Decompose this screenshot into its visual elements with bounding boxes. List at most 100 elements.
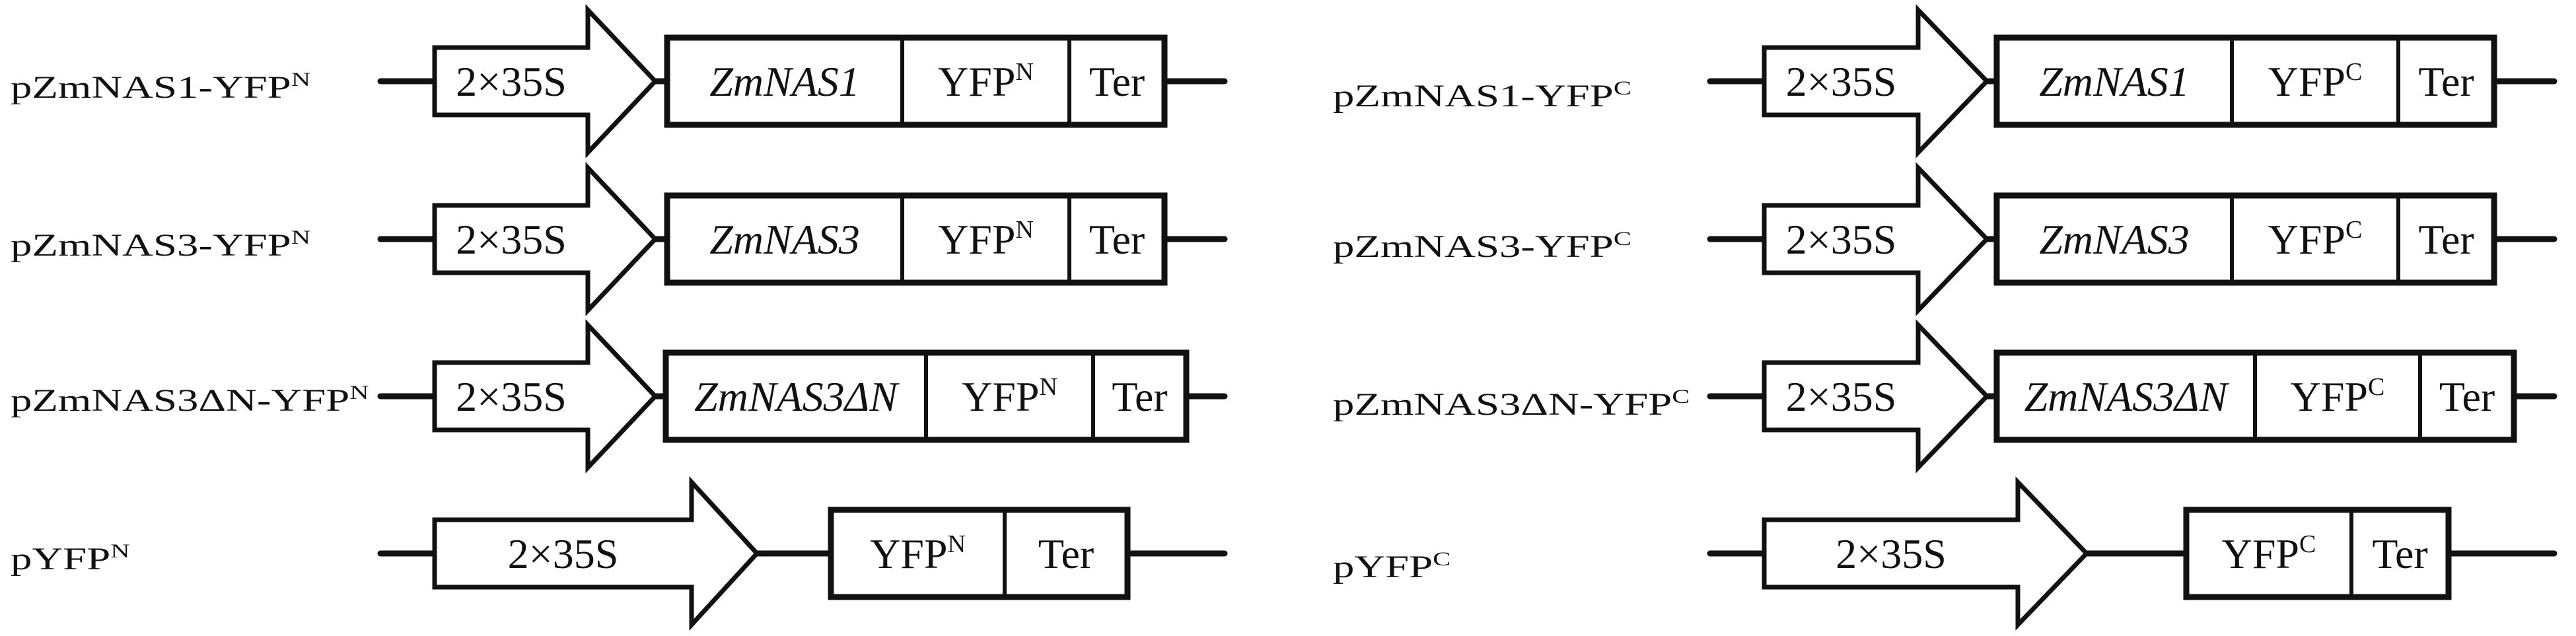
- element-name: YFP: [2268, 58, 2345, 105]
- promoter-arrow: [1762, 162, 1990, 316]
- cassette-element-terminator: Ter: [2372, 530, 2427, 577]
- cassette-element-terminator: Ter: [1038, 530, 1094, 577]
- promoter-label: 2×35S: [508, 530, 619, 577]
- promoter-arrow: [1762, 476, 2090, 631]
- cassette-element-yfp-fragment: YFPC: [2222, 530, 2316, 577]
- promoter-arrow: [1762, 4, 1990, 159]
- promoter-label: 2×35S: [1786, 216, 1897, 263]
- cassette-element-yfp-fragment: YFPN: [938, 58, 1034, 105]
- cassette-element-gene: ZmNAS3: [2039, 216, 2190, 263]
- cassette-box: [1993, 192, 2497, 286]
- cassette-element-yfp-fragment: YFPN: [962, 373, 1057, 420]
- cassette-box: [664, 34, 1168, 128]
- construct-label-name: pZmNAS3ΔN-YFP: [1333, 387, 1672, 422]
- cassette-element-terminator: Ter: [2418, 216, 2474, 263]
- construct-label: pZmNAS3ΔN-YFPN: [11, 381, 369, 418]
- construct-label: pZmNAS1-YFPC: [1333, 77, 1631, 114]
- promoter-arrow: [432, 162, 659, 316]
- element-name: Ter: [1089, 216, 1145, 263]
- element-name: Ter: [2418, 216, 2474, 263]
- construct-label-name: pYFP: [11, 542, 110, 577]
- cassette-element-gene: ZmNAS1: [2039, 58, 2190, 105]
- promoter-label: 2×35S: [1786, 58, 1897, 105]
- construct-label: pZmNAS3-YFPC: [1333, 227, 1631, 264]
- cassette-element-gene: ZmNAS1: [709, 58, 860, 105]
- element-superscript: C: [2368, 373, 2384, 401]
- construct-label-superscript: C: [1614, 77, 1631, 99]
- element-name: ZmNAS1: [2039, 58, 2190, 105]
- construct-label: pYFPN: [11, 540, 130, 577]
- element-name: Ter: [1038, 530, 1094, 577]
- element-superscript: N: [1015, 58, 1033, 86]
- element-superscript: N: [1015, 216, 1033, 244]
- element-superscript: C: [2345, 216, 2362, 244]
- construct-label: pYFPC: [1333, 548, 1450, 584]
- element-superscript: C: [2299, 530, 2316, 558]
- element-name: YFP: [938, 58, 1015, 105]
- element-name: YFP: [2222, 530, 2299, 577]
- cassette-element-gene: ZmNAS3ΔN: [694, 373, 900, 420]
- element-name: YFP: [938, 216, 1015, 263]
- cassette-element-gene: ZmNAS3ΔN: [2024, 373, 2230, 420]
- cassette-element-yfp-fragment: YFPN: [938, 216, 1034, 263]
- cassette-element-terminator: Ter: [2439, 373, 2495, 420]
- construct-label-superscript: N: [291, 68, 310, 90]
- construct-label-superscript: N: [110, 540, 129, 562]
- element-name: YFP: [870, 530, 947, 577]
- construct-label-superscript: N: [291, 226, 310, 248]
- construct-label-superscript: C: [1614, 227, 1631, 250]
- construct-label-superscript: N: [349, 381, 369, 404]
- construct-label-name: pYFP: [1333, 549, 1433, 584]
- element-name: YFP: [962, 373, 1039, 420]
- element-name: ZmNAS3ΔN: [694, 373, 900, 420]
- construct-label-name: pZmNAS3-YFP: [1333, 229, 1614, 264]
- construct-label: pZmNAS3ΔN-YFPC: [1333, 385, 1690, 422]
- element-name: ZmNAS1: [709, 58, 860, 105]
- cassette-box: [2183, 507, 2452, 600]
- element-name: YFP: [2268, 216, 2345, 263]
- construct-label-superscript: C: [1672, 385, 1690, 407]
- promoter-label: 2×35S: [456, 373, 567, 420]
- construct-label-name: pZmNAS3ΔN-YFP: [11, 383, 349, 418]
- construct-label-name: pZmNAS1-YFP: [1333, 79, 1614, 114]
- promoter-label: 2×35S: [1836, 530, 1947, 577]
- cassette-element-terminator: Ter: [1089, 216, 1145, 263]
- construct-label-name: pZmNAS3-YFP: [11, 228, 291, 263]
- cassette-box: [1993, 34, 2497, 128]
- promoter-label: 2×35S: [1786, 373, 1897, 420]
- element-name: Ter: [2439, 373, 2495, 420]
- cassette-box: [664, 192, 1168, 286]
- cassette-element-gene: ZmNAS3: [709, 216, 860, 263]
- element-superscript: N: [947, 530, 965, 558]
- cassette-element-terminator: Ter: [2418, 58, 2474, 105]
- cassette-box: [828, 507, 1131, 600]
- element-name: ZmNAS3: [2039, 216, 2190, 263]
- promoter-arrow: [432, 319, 659, 474]
- promoter-label: 2×35S: [456, 58, 567, 105]
- cassette-element-yfp-fragment: YFPN: [870, 530, 966, 577]
- element-name: Ter: [1089, 58, 1145, 105]
- construct-label: pZmNAS1-YFPN: [11, 68, 310, 105]
- promoter-arrow: [1762, 319, 1990, 474]
- element-name: Ter: [2372, 530, 2427, 577]
- construct-label-superscript: C: [1433, 548, 1450, 570]
- promoter-label: 2×35S: [456, 216, 567, 263]
- element-name: Ter: [2418, 58, 2474, 105]
- cassette-element-terminator: Ter: [1089, 58, 1145, 105]
- promoter-arrow: [432, 476, 760, 631]
- element-superscript: N: [1039, 373, 1057, 401]
- element-name: YFP: [2291, 373, 2368, 420]
- cassette-element-yfp-fragment: YFPC: [2268, 58, 2363, 105]
- cassette-element-yfp-fragment: YFPC: [2268, 216, 2363, 263]
- cassette-element-terminator: Ter: [1112, 373, 1167, 420]
